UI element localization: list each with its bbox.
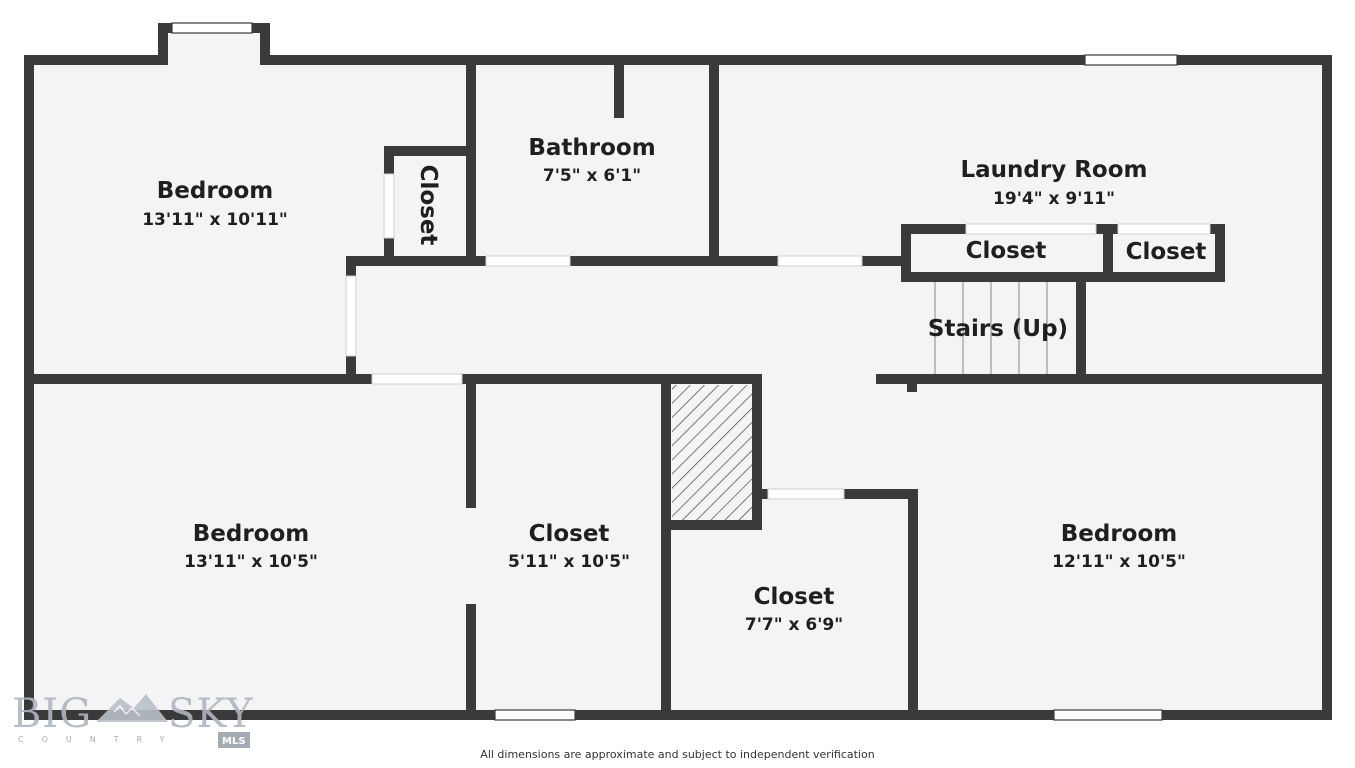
- room-labels: Bedroom 13'11" x 10'11" Closet Bathroom …: [142, 135, 1206, 635]
- room-name-closet-4: Closet: [529, 521, 610, 547]
- logo-country-text: COUNTRY: [18, 735, 183, 744]
- big-sky-country-mls-logo: BIG SKY COUNTRY MLS: [12, 691, 254, 748]
- chimney-block: [672, 385, 752, 520]
- room-name-laundry: Laundry Room: [960, 157, 1147, 183]
- logo-mls-badge: [218, 732, 250, 748]
- room-name-bedroom-3: Bedroom: [1061, 521, 1178, 547]
- walls: [24, 23, 1332, 720]
- stairs: [934, 282, 1048, 375]
- room-name-closet-2: Closet: [966, 238, 1047, 264]
- windows: [171, 22, 1178, 721]
- room-dims-bedroom-3: 12'11" x 10'5": [1052, 552, 1186, 572]
- disclaimer-footer: All dimensions are approximate and subje…: [480, 748, 875, 761]
- room-name-bedroom-2: Bedroom: [193, 521, 310, 547]
- door-openings: [345, 173, 1211, 500]
- logo-mls-text: MLS: [222, 736, 246, 747]
- room-dims-laundry: 19'4" x 9'11": [993, 189, 1115, 209]
- logo-big-text: BIG: [12, 691, 92, 737]
- logo-sky-text: SKY: [168, 691, 254, 737]
- room-name-closet-3: Closet: [1126, 239, 1207, 265]
- room-dims-closet-5: 7'7" x 6'9": [745, 615, 843, 635]
- room-dims-bedroom-2: 13'11" x 10'5": [184, 552, 318, 572]
- room-name-closet-1: Closet: [415, 165, 441, 246]
- room-dims-closet-4: 5'11" x 10'5": [508, 552, 630, 572]
- room-name-bedroom-1: Bedroom: [157, 178, 274, 204]
- room-dims-bedroom-1: 13'11" x 10'11": [142, 210, 288, 230]
- room-name-closet-5: Closet: [754, 584, 835, 610]
- room-name-stairs: Stairs (Up): [928, 316, 1068, 342]
- floor-area: [30, 28, 1326, 714]
- room-name-bathroom: Bathroom: [528, 135, 655, 161]
- room-dims-bathroom: 7'5" x 6'1": [543, 166, 641, 186]
